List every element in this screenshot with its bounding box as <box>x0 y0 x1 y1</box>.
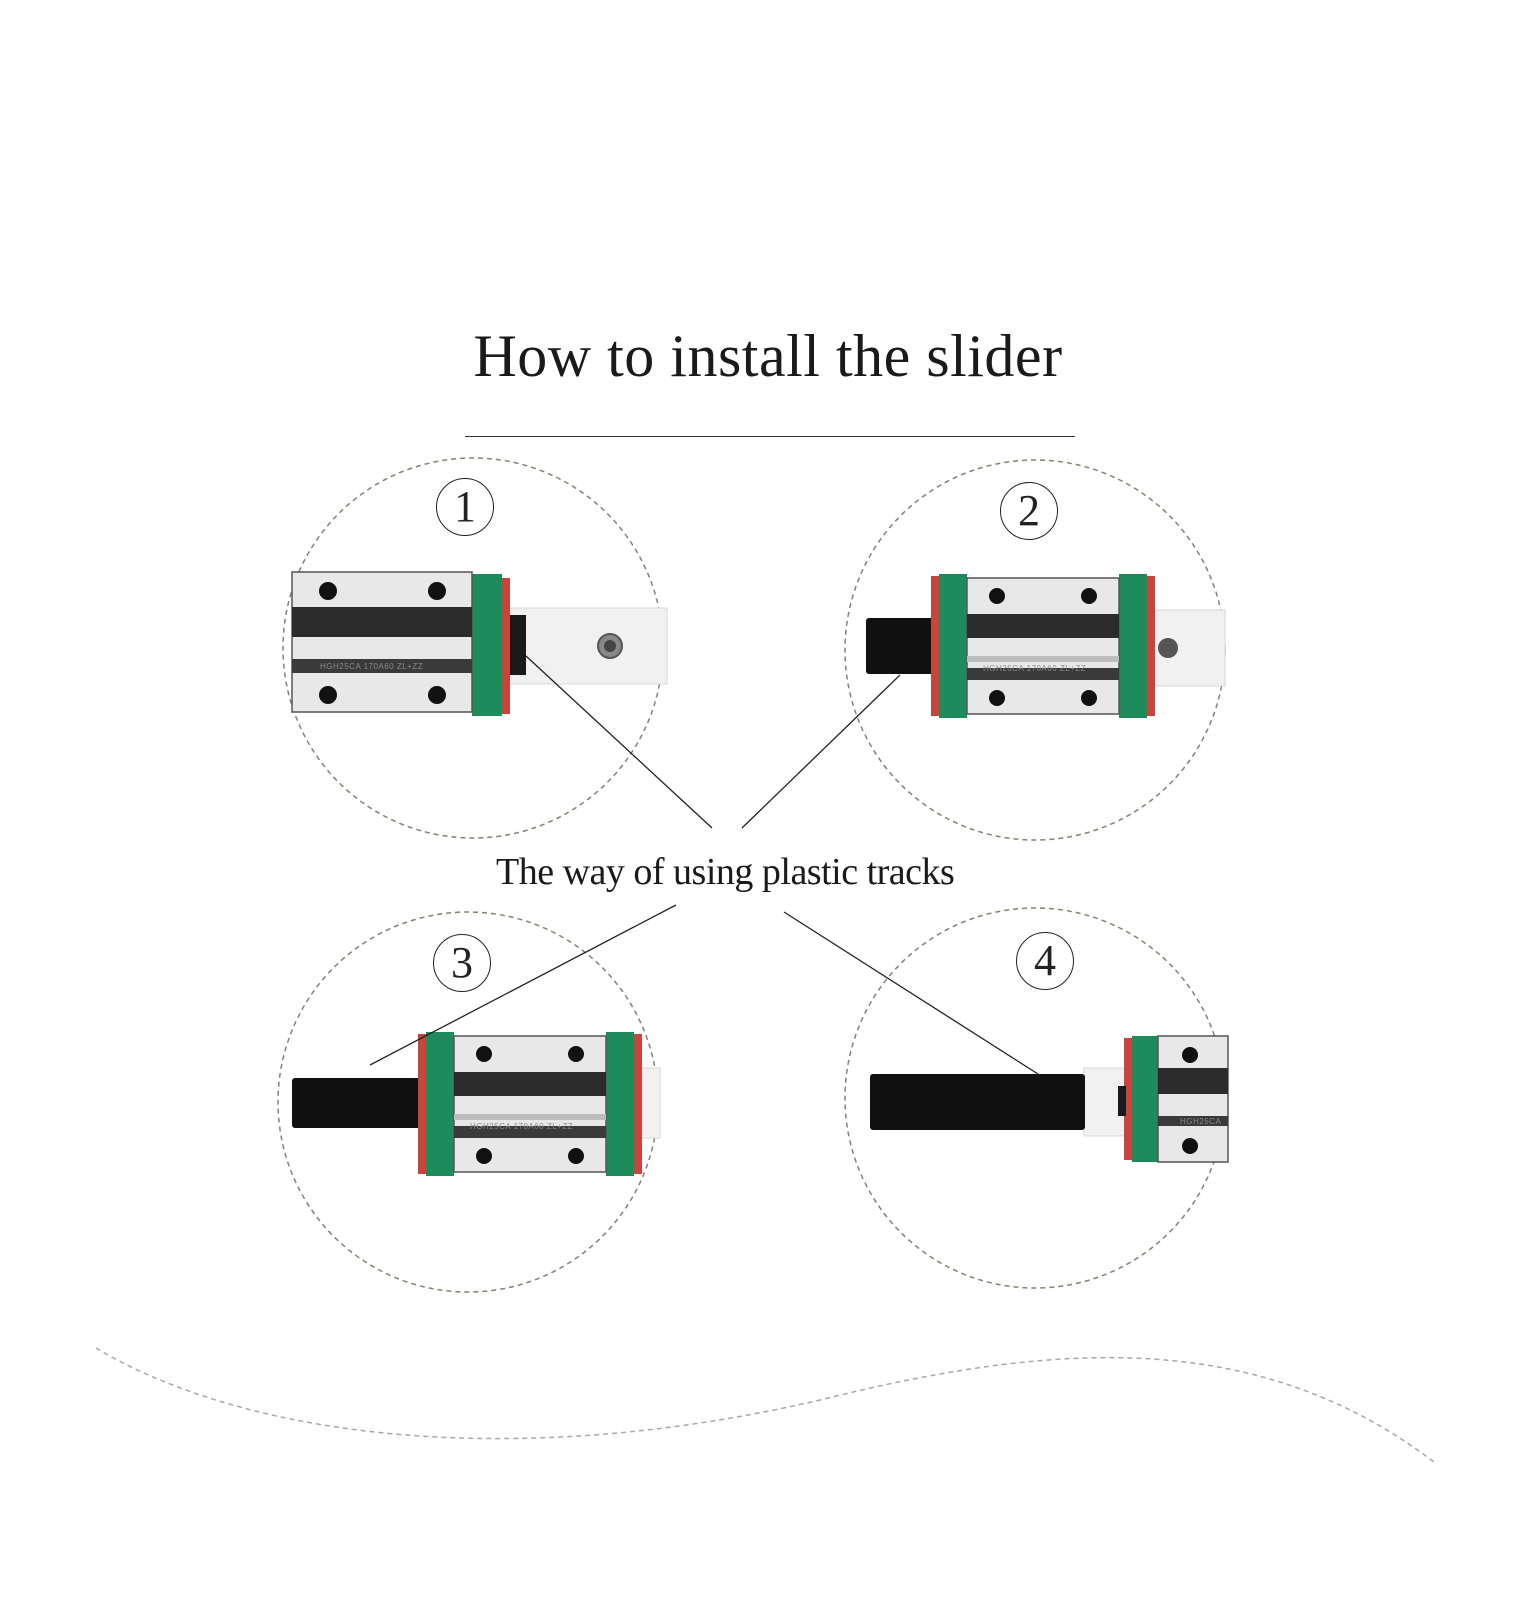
page-title: How to install the slider <box>473 323 1063 389</box>
step-4-number-badge: 4 <box>1016 932 1074 990</box>
title-underline <box>465 436 1075 437</box>
step-3-slider-block: HGH25CA 170A60 ZL+ZZ <box>417 1031 643 1177</box>
leader-line-step-4 <box>783 911 1039 1075</box>
step-2-rail <box>1149 609 1226 687</box>
step-3-block-marking: HGH25CA 170A60 ZL+ZZ <box>470 1122 573 1131</box>
step-2-panel: HGH25CA 170A60 ZL+ZZ <box>844 459 1226 841</box>
plastic-track-caption: The way of using plastic tracks <box>496 851 955 893</box>
step-3-plastic-track <box>292 1078 432 1128</box>
leader-line-step-1 <box>525 655 713 829</box>
step-2-plastic-track <box>866 618 946 674</box>
step-2-block-marking: HGH25CA 170A60 ZL+ZZ <box>983 664 1086 673</box>
step-3-panel: HGH25CA 170A60 ZL+ZZ <box>277 911 661 1293</box>
step-1-rail <box>504 607 668 685</box>
step-1-panel: HGH25CA 170A60 ZL+ZZ <box>282 457 668 839</box>
step-4-slider-block: HGH25CA <box>1118 1035 1229 1163</box>
leader-line-step-2 <box>741 674 901 829</box>
step-4-plastic-track <box>870 1074 1085 1130</box>
step-4-block-marking: HGH25CA <box>1180 1117 1221 1126</box>
step-1-number-badge: 1 <box>436 478 494 536</box>
decorative-wave-line <box>95 1347 1435 1463</box>
step-3-number-badge: 3 <box>433 934 491 992</box>
step-4-panel: HGH25CA <box>844 907 1229 1289</box>
leader-line-step-3 <box>369 904 677 1066</box>
step-1-slider-block: HGH25CA 170A60 ZL+ZZ <box>291 571 526 716</box>
caption-leader-lines <box>369 655 1039 1075</box>
step-1-block-marking: HGH25CA 170A60 ZL+ZZ <box>320 662 423 671</box>
step-2-number-badge: 2 <box>1000 482 1058 540</box>
step-2-slider-block: HGH25CA 170A60 ZL+ZZ <box>930 573 1156 719</box>
